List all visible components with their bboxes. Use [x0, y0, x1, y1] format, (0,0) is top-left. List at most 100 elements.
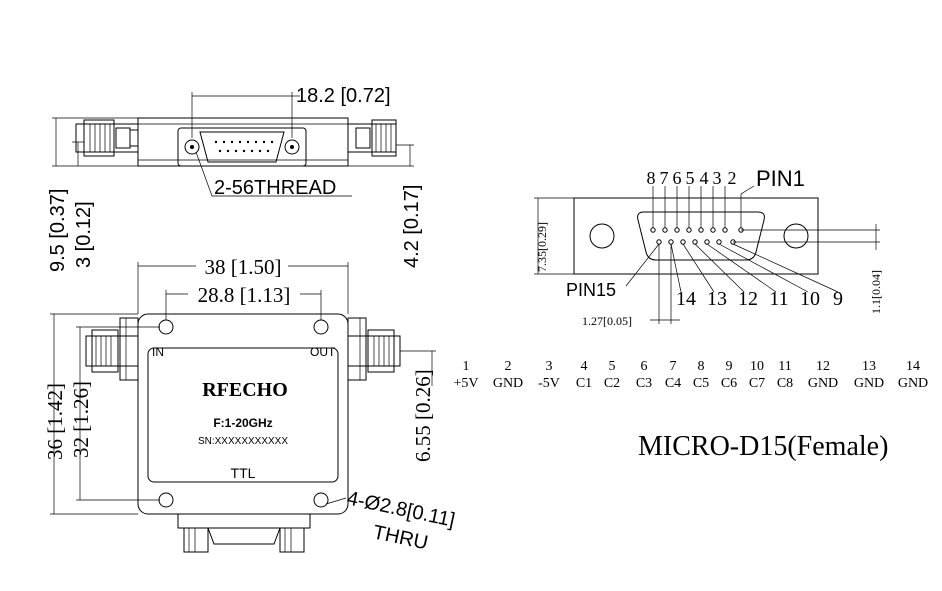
- pin-table-number: 14: [906, 359, 920, 374]
- pin-table-row-12: 12 GND: [808, 359, 838, 391]
- pin-table-signal: GND: [808, 376, 838, 391]
- pin-table-row-14: 14 GND: [898, 359, 928, 391]
- pin-table-signal: C5: [693, 376, 709, 391]
- pin-table-row-9: 9 C6: [721, 359, 737, 391]
- pin-table-signal: C2: [604, 376, 620, 391]
- connector-pins-bottom: [656, 239, 736, 245]
- pin-table-signal: C4: [665, 376, 681, 391]
- pin1-label: PIN1: [756, 166, 805, 191]
- pin-num-4: 4: [700, 168, 709, 188]
- bottom-pin-numbers: 14 13 12 11 10 9: [676, 288, 843, 310]
- pin-table-number: 5: [609, 359, 616, 374]
- serial-label: SN:XXXXXXXXXXX: [198, 436, 288, 447]
- mount-hole-br: [313, 492, 329, 508]
- pin-table: 1 +5V 2 GND 3 -5V 4 C1 5 C2 6 C3 7 C4 8: [453, 359, 928, 391]
- connector-flange: [573, 197, 819, 275]
- thread-leader: [195, 151, 352, 197]
- dim-top-height-total: 9.5 [0.37]: [47, 189, 69, 272]
- pin-table-number: 10: [750, 359, 764, 374]
- connector-shell: [637, 211, 765, 261]
- pin-table-number: 4: [581, 359, 588, 374]
- pin-table-signal: C6: [721, 376, 737, 391]
- pin-num-14: 14: [676, 288, 696, 310]
- pin-num-11: 11: [769, 288, 788, 310]
- pin-table-row-13: 13 GND: [854, 359, 884, 391]
- pin-table-number: 2: [505, 359, 512, 374]
- connector-pins-top: [650, 227, 744, 233]
- hole-callout-line1: 4-Ø2.8[0.11]: [345, 487, 457, 531]
- front-dsub-connector: [177, 513, 311, 553]
- pin-num-12: 12: [738, 288, 758, 310]
- pin-table-row-3: 3 -5V: [538, 359, 560, 391]
- dim-connector-offset: 1.1[0.04]: [869, 270, 883, 314]
- pin-table-number: 7: [670, 359, 677, 374]
- front-sma-left: [85, 317, 139, 381]
- pin-table-signal: C7: [749, 376, 765, 391]
- pin-table-row-5: 5 C2: [604, 359, 620, 391]
- pin-table-number: 9: [726, 359, 733, 374]
- pin-table-row-6: 6 C3: [636, 359, 652, 391]
- mount-hole-bl: [158, 492, 174, 508]
- pin-table-number: 12: [816, 359, 830, 374]
- pin-table-number: 3: [546, 359, 553, 374]
- top-pin-numbers: 8 7 6 5 4 3 2: [647, 168, 737, 188]
- top-screw-right: [284, 139, 300, 155]
- pin15-label: PIN15: [566, 280, 616, 300]
- pin-num-2: 2: [728, 168, 737, 188]
- dim-top-width: 18.2 [0.72]: [296, 85, 391, 107]
- pin-table-row-1: 1 +5V: [453, 359, 478, 391]
- pin-table-row-4: 4 C1: [576, 359, 592, 391]
- dim-connector-pitch: 1.27[0.05]: [582, 314, 632, 328]
- hole-callout-line2: THRU: [371, 521, 430, 554]
- top-dsub-shell: [199, 131, 285, 163]
- pin-table-number: 1: [463, 359, 470, 374]
- pin-num-8: 8: [647, 168, 656, 188]
- top-view-body: [137, 117, 349, 167]
- control-label: TTL: [231, 465, 256, 481]
- top-sma-left: [75, 119, 139, 157]
- pin-table-signal: GND: [493, 376, 523, 391]
- pin-table-row-10: 10 C7: [749, 359, 765, 391]
- pin-table-row-2: 2 GND: [493, 359, 523, 391]
- front-outer-body: [137, 313, 349, 515]
- dim-front-outer-width: 38 [1.50]: [205, 255, 282, 279]
- top-dsub-flange: [177, 127, 307, 167]
- pin-table-signal: +5V: [453, 376, 478, 391]
- pin-table-number: 13: [862, 359, 876, 374]
- pin-num-3: 3: [713, 168, 722, 188]
- pin-table-number: 8: [698, 359, 705, 374]
- pin-table-number: 6: [641, 359, 648, 374]
- pin-num-13: 13: [707, 288, 727, 310]
- pin-num-9: 9: [833, 288, 843, 310]
- pin-table-number: 11: [778, 359, 791, 374]
- pin-num-7: 7: [660, 168, 669, 188]
- pin-table-signal: C3: [636, 376, 652, 391]
- connector-view: 8 7 6 5 4 3 2 PIN1 PIN15 14 13 12 11 10 …: [534, 166, 883, 328]
- dim-connector-height: 7.35[0.29]: [535, 222, 549, 272]
- dim-front-outer-height: 36 [1.42]: [43, 383, 67, 460]
- brand-label: RFECHO: [202, 379, 288, 401]
- dim-front-hole-width: 28.8 [1.13]: [198, 283, 291, 307]
- mount-hole-tl: [158, 319, 174, 335]
- pin-table-signal: C1: [576, 376, 592, 391]
- pin-table-row-7: 7 C4: [665, 359, 681, 391]
- dim-front-hole-height: 32 [1.26]: [69, 381, 93, 458]
- dim-front-port-offset: 6.55 [0.26]: [411, 369, 435, 462]
- dim-top-height-right: 4.2 [0.17]: [401, 185, 423, 268]
- top-dsub-pins: [214, 140, 274, 153]
- pin-num-10: 10: [800, 288, 820, 310]
- pin-table-row-8: 8 C5: [693, 359, 709, 391]
- thread-label: 2-56THREAD: [214, 177, 336, 199]
- top-screw-left: [184, 139, 200, 155]
- port-out-label: OUT: [310, 345, 336, 359]
- pin-table-signal: GND: [898, 376, 928, 391]
- connector-hole-right: [783, 223, 809, 249]
- dim-top-height-conn: 3 [0.12]: [73, 201, 95, 268]
- pin-table-signal: -5V: [538, 376, 560, 391]
- pin-table-row-11: 11 C8: [777, 359, 793, 391]
- pin-num-6: 6: [673, 168, 682, 188]
- pin-num-5: 5: [686, 168, 695, 188]
- top-sma-right: [347, 119, 397, 157]
- bottom-pin-leaders: [625, 243, 839, 293]
